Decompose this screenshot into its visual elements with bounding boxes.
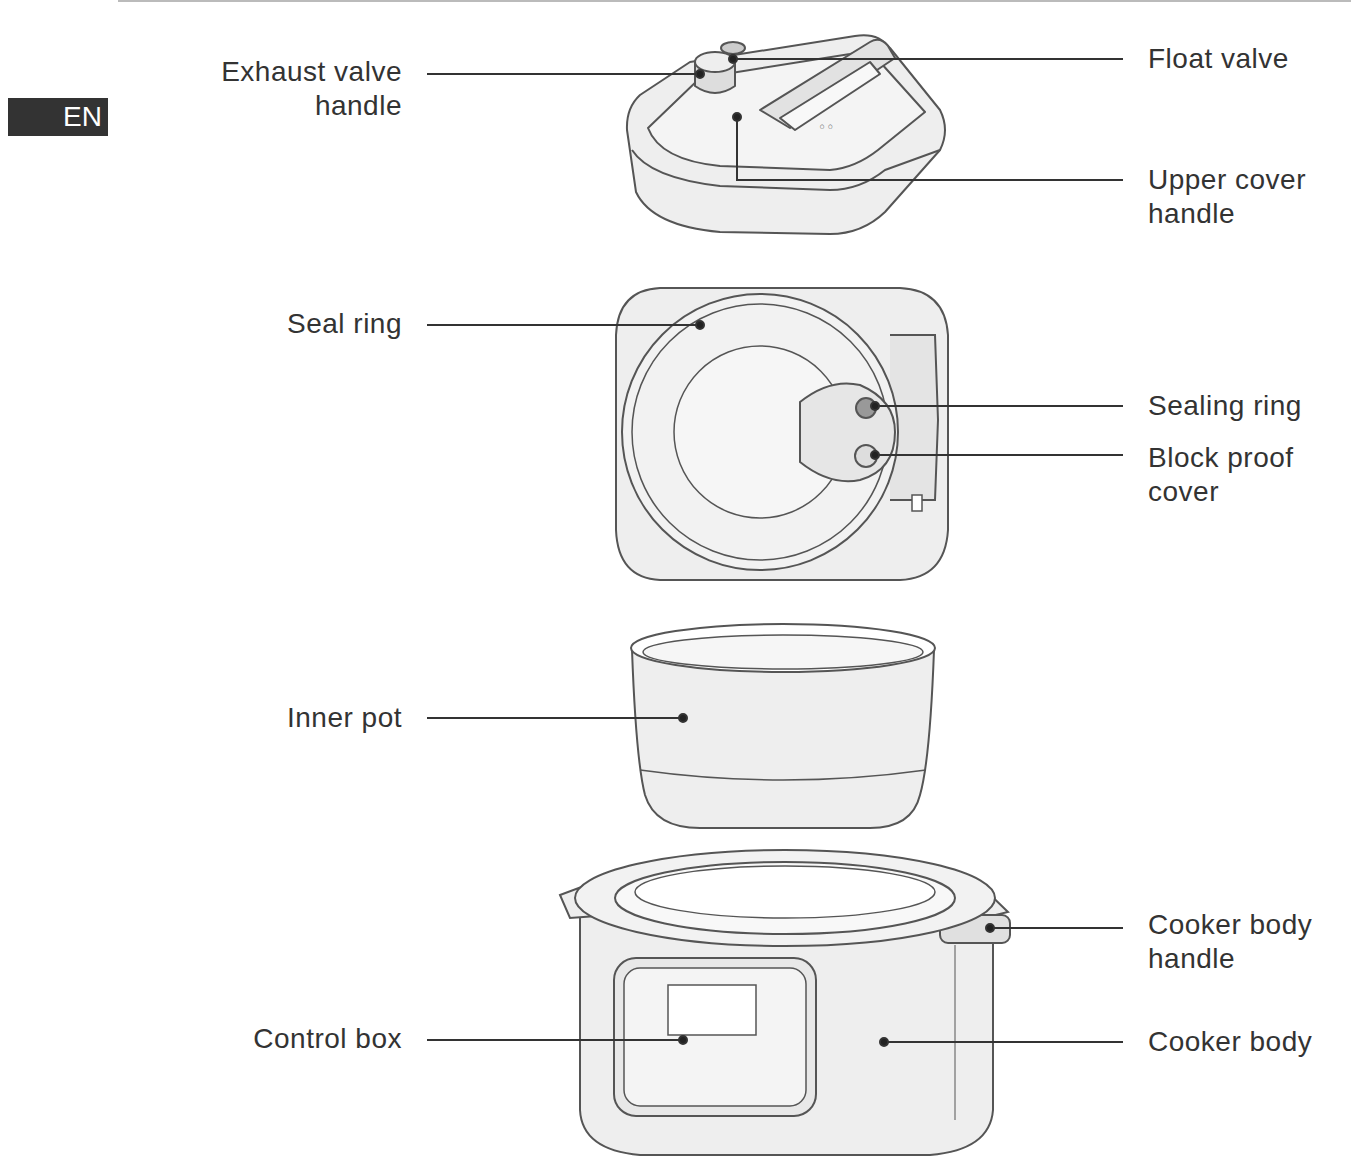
part-label: Upper cover handle xyxy=(1148,163,1348,231)
leader-lines xyxy=(427,55,1123,1046)
tab-text: EN xyxy=(8,98,102,136)
part-label: Block proof cover xyxy=(1148,441,1343,509)
header-rule xyxy=(118,0,1351,2)
part-label: Float valve xyxy=(1148,42,1348,76)
part-label: Control box xyxy=(152,1022,402,1056)
part-label: Cooker body xyxy=(1148,1025,1351,1059)
cooker-body xyxy=(560,850,1010,1155)
part-label: Exhaust valve handle xyxy=(182,55,402,123)
part-label: Cooker body handle xyxy=(1148,908,1351,976)
part-label: Sealing ring xyxy=(1148,389,1348,423)
part-label: Seal ring xyxy=(182,307,402,341)
lid-top: ◦◦ xyxy=(627,35,945,234)
language-tab: EN xyxy=(8,98,108,136)
inner-pot xyxy=(631,624,935,828)
lid-underside xyxy=(616,288,948,580)
part-label: Inner pot xyxy=(182,701,402,735)
svg-text:◦◦: ◦◦ xyxy=(818,119,835,135)
